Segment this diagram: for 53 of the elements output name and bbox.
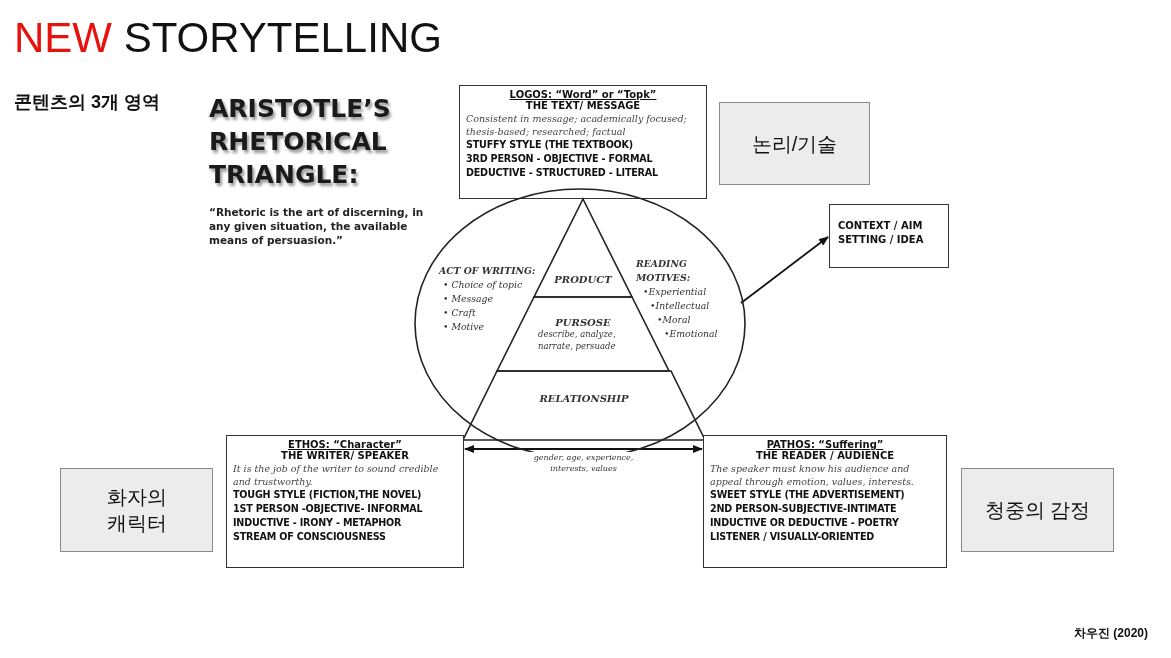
list-item: •Emotional (664, 327, 719, 341)
style-line: TOUGH STYLE (FICTION,THE NOVEL) (233, 488, 423, 502)
list-item: •Experiential (643, 285, 708, 299)
list-item: • Choice of topic (443, 278, 524, 292)
section-description: describe, analyze, narrate, persuade (538, 327, 617, 352)
double-arrow (464, 445, 703, 453)
style-line: STUFFY STYLE (THE TEXTBOOK) (466, 138, 634, 152)
box-text: CONTEXT / AIM (838, 219, 924, 233)
credit: 차우진 (2020) (1073, 625, 1148, 642)
box-heading: ETHOS: “Character” (287, 439, 403, 450)
box-text: 청중의 감정 (983, 498, 1092, 523)
list-item: •Intellectual (650, 299, 711, 313)
style-line: INDUCTIVE OR DEDUCTIVE - POETRY (710, 516, 900, 530)
list-item: •Moral (657, 313, 692, 327)
text-box (703, 435, 947, 568)
text-box (226, 435, 464, 568)
text-box (829, 204, 949, 268)
list-heading: ACT OF WRITING: (439, 264, 537, 278)
heading: ARISTOTLE’S RHETORICAL TRIANGLE: (209, 93, 392, 191)
list-item: • Message (443, 292, 494, 306)
style-line: STREAM OF CONSCIOUSNESS (233, 530, 387, 544)
description: The speaker must know his audience and appeal through emotion, values, interests. (710, 462, 915, 488)
style-line: 1ST PERSON -OBJECTIVE- INFORMAL (233, 502, 424, 516)
label-box (60, 468, 213, 552)
quote: “Rhetoric is the art of discerning, in any given situation, the available means of persuasion.” (209, 205, 424, 247)
section-label: PURSOSE (555, 316, 611, 328)
style-line: 2ND PERSON-SUBJECTIVE-INTIMATE (710, 502, 898, 516)
box-text: SETTING / IDEA (838, 233, 925, 247)
box-text: 논리/기술 (750, 131, 839, 157)
description: Consistent in message; academically focused; thesis-based; researched; factual (466, 112, 688, 138)
box-subheading: THE WRITER/ SPEAKER (280, 450, 410, 461)
box-subheading: THE TEXT/ MESSAGE (524, 100, 641, 111)
list-heading: READING MOTIVES: (636, 257, 692, 285)
section-label: PRODUCT (554, 274, 612, 285)
text-box (459, 85, 707, 199)
box-subheading: THE READER / AUDIENCE (754, 450, 896, 461)
style-line: LISTENER / VISUALLY-ORIENTED (710, 530, 876, 544)
list-item: • Craft (443, 306, 477, 320)
description: It is the job of the writer to sound credible and trustworthy. (233, 462, 440, 488)
label-box (719, 102, 870, 185)
list-item: • Motive (443, 320, 486, 334)
title: NEW STORYTELLING (14, 14, 442, 62)
style-line: SWEET STYLE (THE ADVERTISEMENT) (710, 488, 906, 502)
box-heading: PATHOS: “Suffering” (766, 439, 884, 450)
subtitle: 콘텐츠의 3개 영역 (14, 91, 160, 114)
style-line: 3RD PERSON - OBJECTIVE - FORMAL (466, 152, 654, 166)
label-box (961, 468, 1114, 552)
box-text: 화자의 캐릭터 (105, 485, 168, 536)
style-line: DEDUCTIVE - STRUCTURED - LITERAL (466, 166, 659, 180)
style-line: INDUCTIVE - IRONY - METAPHOR (233, 516, 403, 530)
arrow (740, 236, 829, 304)
box-heading: LOGOS: “Word” or “Topk” (508, 89, 658, 100)
section-label: RELATIONSHIP (539, 393, 629, 404)
